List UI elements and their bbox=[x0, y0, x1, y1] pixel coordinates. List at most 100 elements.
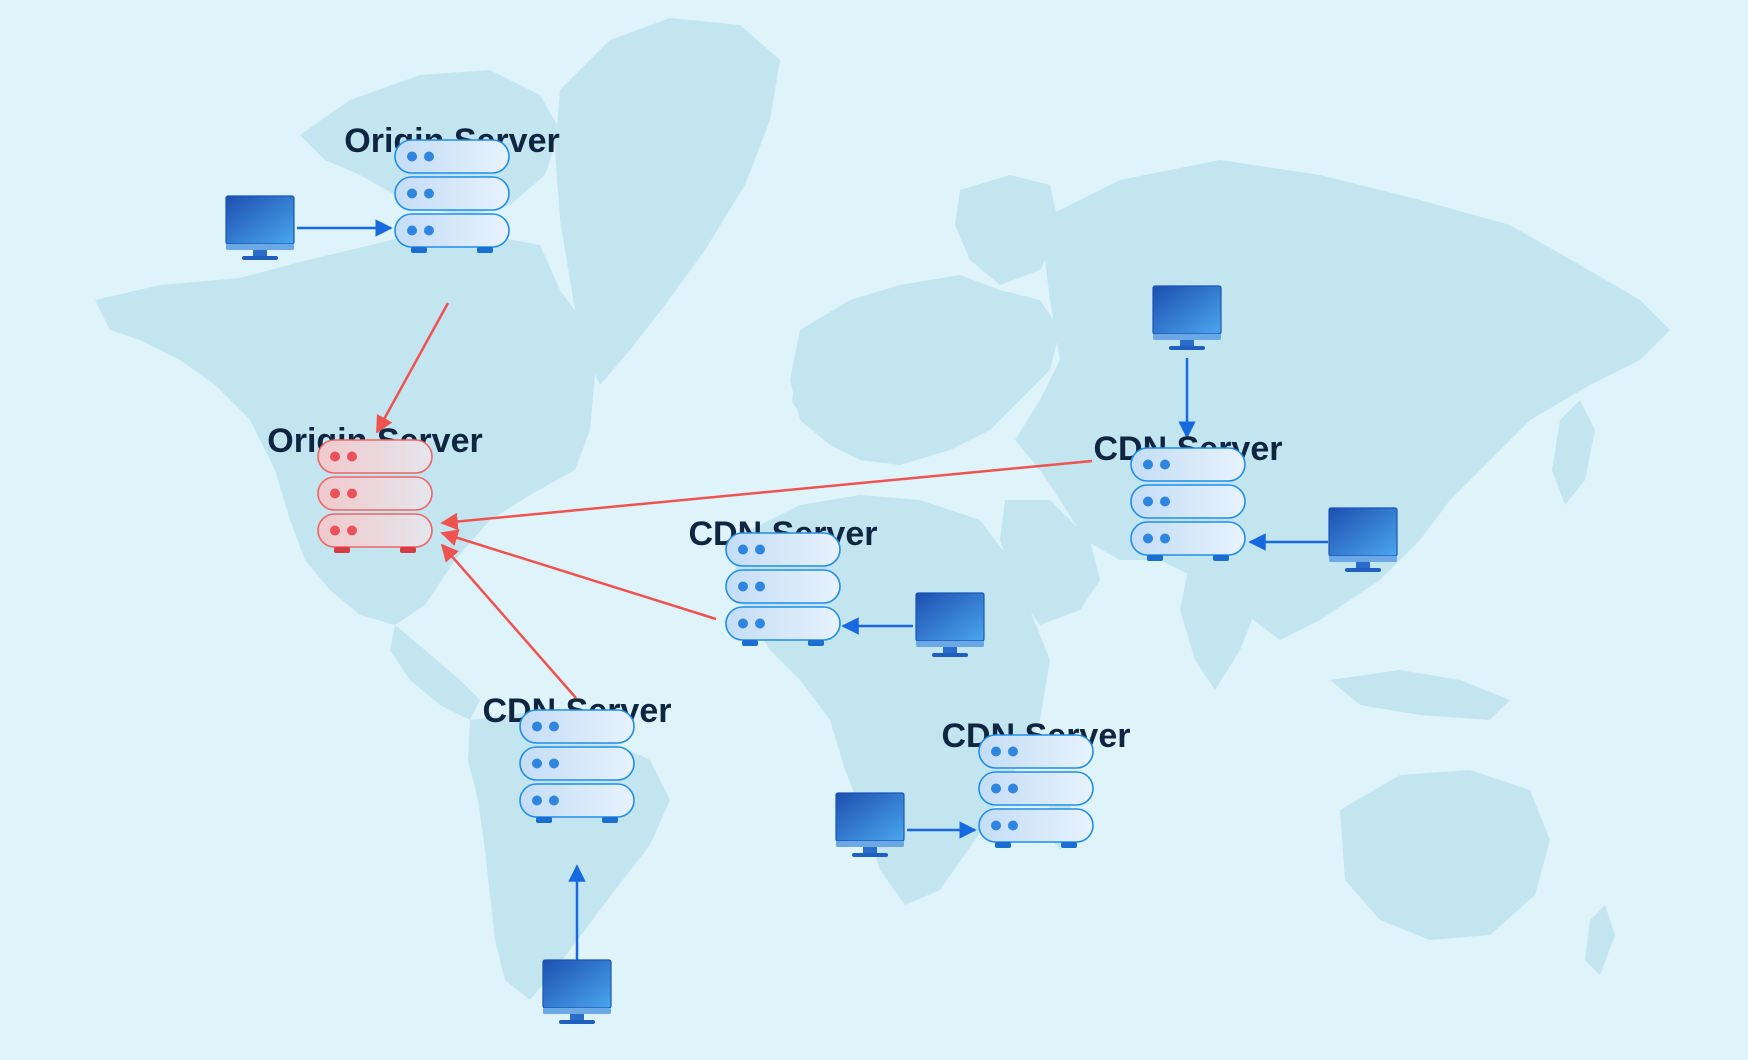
server-unit bbox=[1130, 447, 1246, 482]
server-unit bbox=[317, 476, 433, 511]
server-led bbox=[330, 451, 340, 462]
server-foot bbox=[602, 817, 618, 823]
monitor-base bbox=[559, 1020, 595, 1024]
server-unit bbox=[978, 808, 1094, 843]
central-america-landmass bbox=[390, 625, 480, 720]
server-led bbox=[991, 783, 1001, 794]
monitor-neck bbox=[253, 250, 267, 256]
monitor-neck bbox=[1356, 562, 1370, 568]
reroute-arrow-cdn-asia-to-origin-main bbox=[440, 459, 1093, 531]
monitor-screen bbox=[1328, 507, 1398, 557]
japan-landmass bbox=[1552, 400, 1595, 505]
server-rack-icon bbox=[1130, 447, 1246, 561]
server-led bbox=[347, 525, 357, 536]
server-led bbox=[1008, 820, 1018, 831]
client-west-africa bbox=[835, 792, 905, 857]
reroute-arrow-origin-top-to-origin-main bbox=[375, 302, 450, 434]
server-led bbox=[755, 544, 765, 555]
server-foot bbox=[400, 547, 416, 553]
server-led bbox=[532, 758, 542, 769]
server-led bbox=[549, 721, 559, 732]
server-led bbox=[1160, 459, 1170, 470]
server-led bbox=[549, 758, 559, 769]
monitor-screen bbox=[835, 792, 905, 842]
monitor-screen bbox=[225, 195, 295, 245]
cdn-server-south-america: CDN Server bbox=[483, 692, 671, 823]
server-unit bbox=[394, 213, 510, 248]
server-led bbox=[347, 488, 357, 499]
australia-landmass bbox=[1340, 770, 1550, 940]
server-rack-icon bbox=[519, 709, 635, 823]
server-led bbox=[1160, 533, 1170, 544]
cdn-server-asia: CDN Server bbox=[1094, 430, 1282, 561]
server-led bbox=[1143, 496, 1153, 507]
monitor-neck bbox=[943, 647, 957, 653]
server-led bbox=[330, 488, 340, 499]
monitor-screen bbox=[542, 959, 612, 1009]
server-unit bbox=[978, 734, 1094, 769]
origin-server-main: Origin Server bbox=[267, 422, 483, 553]
greenland-landmass bbox=[555, 18, 780, 385]
server-led bbox=[755, 581, 765, 592]
server-led bbox=[532, 795, 542, 806]
server-foot bbox=[808, 640, 824, 646]
server-led bbox=[549, 795, 559, 806]
server-rack-icon bbox=[317, 439, 433, 553]
server-led bbox=[330, 525, 340, 536]
monitor-bezel bbox=[226, 244, 294, 250]
server-led bbox=[407, 151, 417, 162]
monitor-bezel bbox=[543, 1008, 611, 1014]
server-led bbox=[755, 618, 765, 629]
monitor-base bbox=[1169, 346, 1205, 350]
server-foot bbox=[477, 247, 493, 253]
server-foot bbox=[1213, 555, 1229, 561]
server-unit bbox=[394, 139, 510, 174]
server-rack-icon bbox=[394, 139, 510, 253]
cdn-server-africa-south: CDN Server bbox=[942, 717, 1130, 848]
monitor-base bbox=[852, 853, 888, 857]
origin-server-top: Origin Server bbox=[344, 122, 560, 253]
asia-landmass bbox=[1015, 160, 1670, 640]
monitor-bezel bbox=[836, 841, 904, 847]
server-led bbox=[1008, 746, 1018, 757]
desktop-monitor-icon bbox=[915, 592, 985, 657]
server-unit bbox=[317, 513, 433, 548]
server-unit bbox=[1130, 484, 1246, 519]
arabia-landmass bbox=[1000, 500, 1100, 625]
connection-arrows bbox=[297, 219, 1328, 960]
reroute-arrow-cdn-south-america-to-origin-main bbox=[440, 543, 577, 699]
server-led bbox=[738, 581, 748, 592]
desktop-monitor-icon bbox=[1152, 285, 1222, 350]
server-led bbox=[1008, 783, 1018, 794]
server-led bbox=[424, 151, 434, 162]
desktop-monitor-icon bbox=[225, 195, 295, 260]
server-unit bbox=[519, 783, 635, 818]
monitor-bezel bbox=[1329, 556, 1397, 562]
server-led bbox=[738, 618, 748, 629]
client-argentina bbox=[542, 959, 612, 1024]
monitor-base bbox=[1345, 568, 1381, 572]
server-led bbox=[424, 225, 434, 236]
server-foot bbox=[995, 842, 1011, 848]
desktop-monitor-icon bbox=[542, 959, 612, 1024]
server-rack-icon bbox=[725, 532, 841, 646]
server-unit bbox=[725, 606, 841, 641]
server-led bbox=[424, 188, 434, 199]
server-unit bbox=[978, 771, 1094, 806]
monitor-base bbox=[932, 653, 968, 657]
reroute-arrow-cdn-africa-north-to-origin-main bbox=[440, 529, 717, 621]
client-china bbox=[1328, 507, 1398, 572]
europe-landmass bbox=[790, 275, 1060, 465]
server-foot bbox=[536, 817, 552, 823]
monitor-screen bbox=[915, 592, 985, 642]
server-rack-icon bbox=[978, 734, 1094, 848]
server-led bbox=[407, 225, 417, 236]
monitor-neck bbox=[1180, 340, 1194, 346]
server-led bbox=[738, 544, 748, 555]
monitor-screen bbox=[1152, 285, 1222, 335]
desktop-monitor-icon bbox=[1328, 507, 1398, 572]
monitor-bezel bbox=[1153, 334, 1221, 340]
monitor-bezel bbox=[916, 641, 984, 647]
server-unit bbox=[394, 176, 510, 211]
